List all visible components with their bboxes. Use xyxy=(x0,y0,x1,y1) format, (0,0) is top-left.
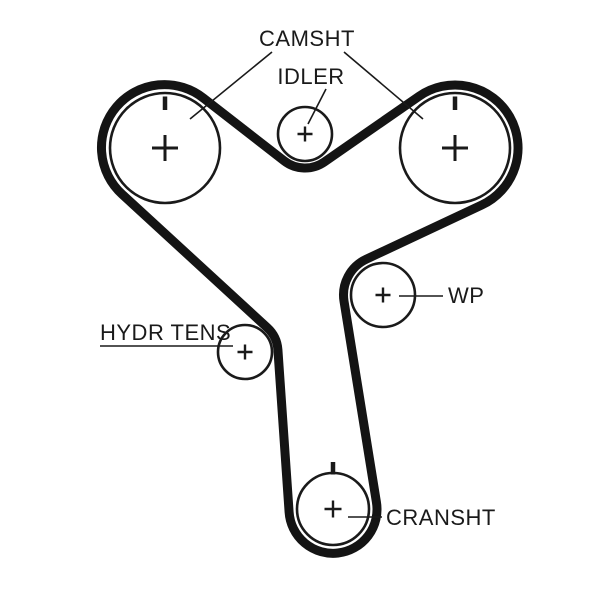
labels: CAMSHT IDLER WP HYDR TENS CRANSHT xyxy=(100,26,496,530)
camshaft-leader-left xyxy=(189,51,273,120)
leader-lines xyxy=(100,51,443,518)
camshaft-left-center-mark xyxy=(152,135,178,161)
crankshaft-label: CRANSHT xyxy=(386,505,496,530)
idler-center-mark xyxy=(297,126,313,142)
camshaft-right-center-mark xyxy=(442,135,468,161)
camshaft-label: CAMSHT xyxy=(259,26,355,51)
water-pump-label: WP xyxy=(448,283,484,308)
timing-belt xyxy=(96,80,523,558)
idler-leader xyxy=(307,88,327,125)
tensioner-label: HYDR TENS xyxy=(100,320,231,345)
tensioner-center-mark xyxy=(237,344,253,360)
idler-label: IDLER xyxy=(277,64,344,89)
camshaft-leader-right xyxy=(343,51,424,120)
crankshaft-center-mark xyxy=(324,500,342,518)
water-pump-center-mark xyxy=(375,287,391,303)
center-marks xyxy=(152,126,468,518)
timing-marks xyxy=(162,96,458,475)
pulleys xyxy=(108,91,512,547)
